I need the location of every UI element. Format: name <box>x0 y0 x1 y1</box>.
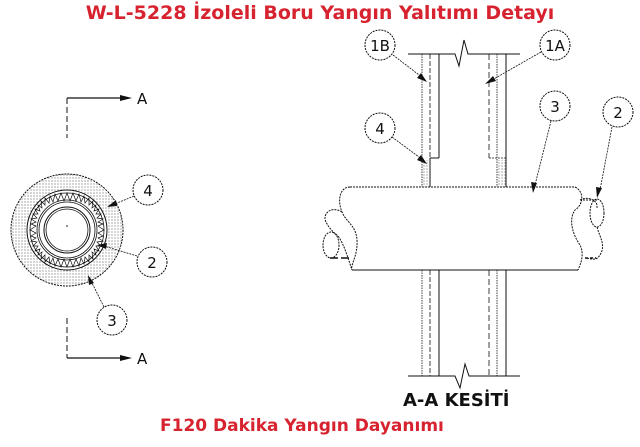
callout-4-section: 4 <box>364 112 427 164</box>
wall-left-lower <box>421 270 440 376</box>
drawing-subtitle: F120 Dakika Yangın Dayanımı <box>160 416 444 436</box>
section-view: 1B 1A 4 3 2 <box>322 29 634 390</box>
insulated-pipe <box>322 186 605 271</box>
callout-4-plan: 4 <box>107 174 164 207</box>
section-label: A-A KESİTİ <box>403 390 510 411</box>
callout-3-section: 3 <box>531 90 571 193</box>
callout-1B: 1B <box>364 29 427 82</box>
svg-text:3: 3 <box>550 98 560 116</box>
wall-break-top <box>408 39 520 68</box>
plan-view: A A 4 <box>10 90 168 368</box>
svg-text:4: 4 <box>375 120 385 138</box>
svg-text:4: 4 <box>143 182 153 200</box>
wall-right-upper <box>488 54 507 187</box>
callout-2-section: 2 <box>596 96 634 198</box>
drawing-title: W-L-5228 İzoleli Boru Yangın Yalıtımı De… <box>85 2 555 24</box>
callout-2-plan: 2 <box>97 243 168 278</box>
section-letter-top: A <box>137 90 148 108</box>
callout-3-plan: 3 <box>88 275 128 336</box>
svg-text:1A: 1A <box>545 37 566 55</box>
wall-break-bottom <box>408 362 520 390</box>
section-marker-bottom: A <box>66 318 148 368</box>
svg-text:2: 2 <box>613 104 623 122</box>
pipe-cross-section <box>10 173 124 287</box>
svg-text:3: 3 <box>107 312 117 330</box>
callout-1A: 1A <box>485 29 571 84</box>
section-letter-bottom: A <box>137 350 148 368</box>
wall-right-lower <box>488 270 507 376</box>
section-marker-top: A <box>66 90 148 138</box>
svg-text:2: 2 <box>147 254 157 272</box>
wall-left-upper <box>421 54 440 187</box>
svg-text:1B: 1B <box>370 37 390 55</box>
